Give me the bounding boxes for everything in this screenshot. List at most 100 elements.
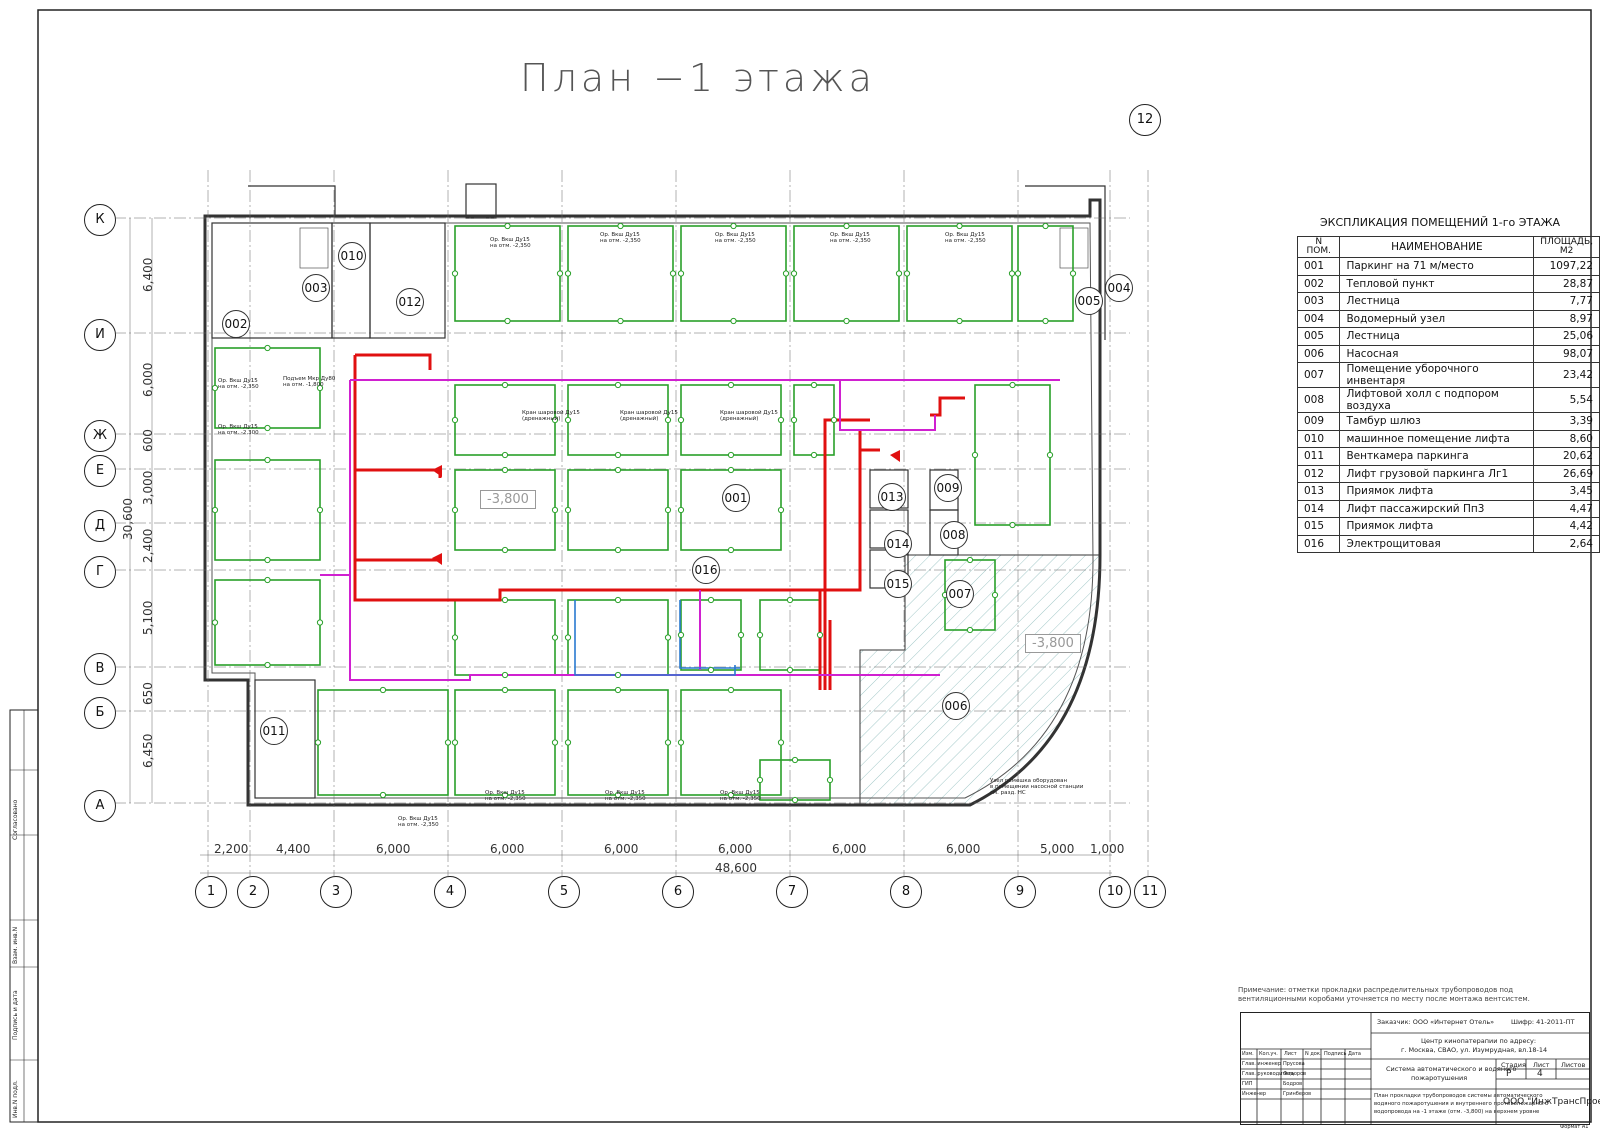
outer-wall-inner — [211, 222, 1094, 799]
stage-label: Стадия — [1501, 1061, 1526, 1069]
sprinkler-head — [551, 506, 559, 514]
explication-cell-n: 003 — [1296, 292, 1341, 311]
sprinkler-branch-loop — [759, 759, 831, 801]
dim-bottom-9: 5,000 — [1040, 842, 1075, 856]
sprinkler-head — [614, 671, 622, 679]
sprinkler-head — [316, 506, 324, 514]
sprinkler-head — [501, 671, 509, 679]
sprinkler-head — [677, 506, 685, 514]
sprinkler-head — [316, 619, 324, 626]
sprinkler-head — [451, 270, 459, 277]
axis-row-a: А — [84, 790, 116, 822]
name-3: Бодров — [1283, 1081, 1303, 1087]
explication-cell-name: Венткамера паркинга — [1339, 447, 1535, 466]
side-stamp-1: Согласовано — [12, 799, 19, 840]
room-012-wall — [369, 222, 446, 339]
axis-row-d: Д — [84, 510, 116, 542]
sprinkler-head — [314, 739, 322, 746]
explication-cell-n: 010 — [1296, 429, 1341, 448]
dim-left-7: 650 — [141, 682, 155, 705]
side-stamp-4: Инв.N подл. — [12, 1080, 19, 1118]
explication-cell-a: 3,45 — [1533, 482, 1600, 501]
col-list: Лист — [1284, 1051, 1297, 1057]
axis-col-6: 6 — [662, 876, 694, 908]
sprinkler-head — [777, 739, 785, 746]
sheets-label: Листов — [1561, 1061, 1586, 1069]
address-line-1: Центр кинопатерапии по адресу: — [1421, 1037, 1537, 1045]
sprinkler-head — [777, 416, 785, 424]
sprinkler-branch-loop — [214, 579, 321, 666]
name-4: Гринберов — [1283, 1091, 1312, 1097]
sprinkler-head — [903, 270, 911, 277]
sprinkler-head — [504, 317, 511, 325]
dim-left-2: 6,000 — [141, 362, 155, 397]
sprinkler-head — [727, 791, 735, 799]
sprinkler-head — [501, 686, 509, 694]
sprinkler-head — [501, 596, 509, 604]
dim-left-6: 5,100 — [141, 600, 155, 635]
drawing-title: План −1 этажа — [520, 56, 876, 100]
room-009: 009 — [934, 474, 962, 502]
sprinkler-head — [614, 381, 622, 389]
sprinkler-head — [379, 686, 387, 694]
sprinkler-head — [451, 506, 459, 514]
dim-bottom-5: 6,000 — [604, 842, 639, 856]
explication-title: ЭКСПЛИКАЦИЯ ПОМЕЩЕНИЙ 1-го ЭТАЖА — [1320, 216, 1561, 229]
sprinkler-head — [451, 634, 459, 641]
sprinkler-head — [727, 686, 735, 694]
annotation: Кран шаровой Ду15(дренажный) — [620, 410, 678, 422]
axis-col-1: 1 — [195, 876, 227, 908]
sprinkler-head — [730, 222, 737, 230]
room-007: 007 — [946, 580, 974, 608]
explication-cell-n: 013 — [1296, 482, 1341, 501]
sprinkler-head — [830, 416, 838, 424]
sprinkler-head — [501, 546, 509, 554]
sheet-desc-2: водяного пожаротушения и внутреннего про… — [1374, 1101, 1549, 1107]
explication-cell-n: 012 — [1296, 464, 1341, 483]
sprinkler-branch-loop — [680, 599, 742, 671]
room-003: 003 — [302, 274, 330, 302]
dim-left-1: 6,400 — [141, 257, 155, 292]
sprinkler-head — [669, 270, 677, 277]
sprinkler-head — [564, 416, 572, 424]
sprinkler-head — [1042, 222, 1049, 230]
shaft-top — [465, 183, 497, 219]
col-podp: Подпись — [1324, 1051, 1347, 1057]
sprinkler-head — [501, 451, 509, 459]
sprinkler-head — [614, 546, 622, 554]
side-stamp-2: Взам. инв.N — [12, 926, 19, 964]
sprinkler-head — [971, 451, 979, 459]
sprinkler-head — [211, 506, 219, 514]
dim-left-total: 30,600 — [121, 498, 135, 540]
dim-bottom-7: 6,000 — [832, 842, 867, 856]
sprinkler-branch-loop — [1017, 225, 1074, 322]
sprinkler-head — [564, 634, 572, 641]
sprinkler-head — [816, 631, 824, 639]
sprinkler-head — [211, 384, 219, 392]
sprinkler-head — [664, 739, 672, 746]
sprinkler-head — [677, 739, 685, 746]
name-1: Прусова — [1283, 1061, 1305, 1067]
sprinkler-head — [730, 317, 737, 325]
dim-bottom-3: 6,000 — [376, 842, 411, 856]
format-label: Формат А1 — [1560, 1124, 1589, 1130]
sprinkler-head — [756, 776, 764, 784]
role-1: Глав. инженер — [1242, 1061, 1282, 1067]
axis-row-g: Г — [84, 556, 116, 588]
col-izm: Изм. — [1242, 1051, 1254, 1057]
explication-cell-name: машинное помещение лифта — [1339, 429, 1535, 448]
sprinkler-head — [843, 317, 850, 325]
side-stamp-3: Подпись и дата — [12, 990, 19, 1040]
axis-extra-12: 12 — [1129, 104, 1161, 136]
